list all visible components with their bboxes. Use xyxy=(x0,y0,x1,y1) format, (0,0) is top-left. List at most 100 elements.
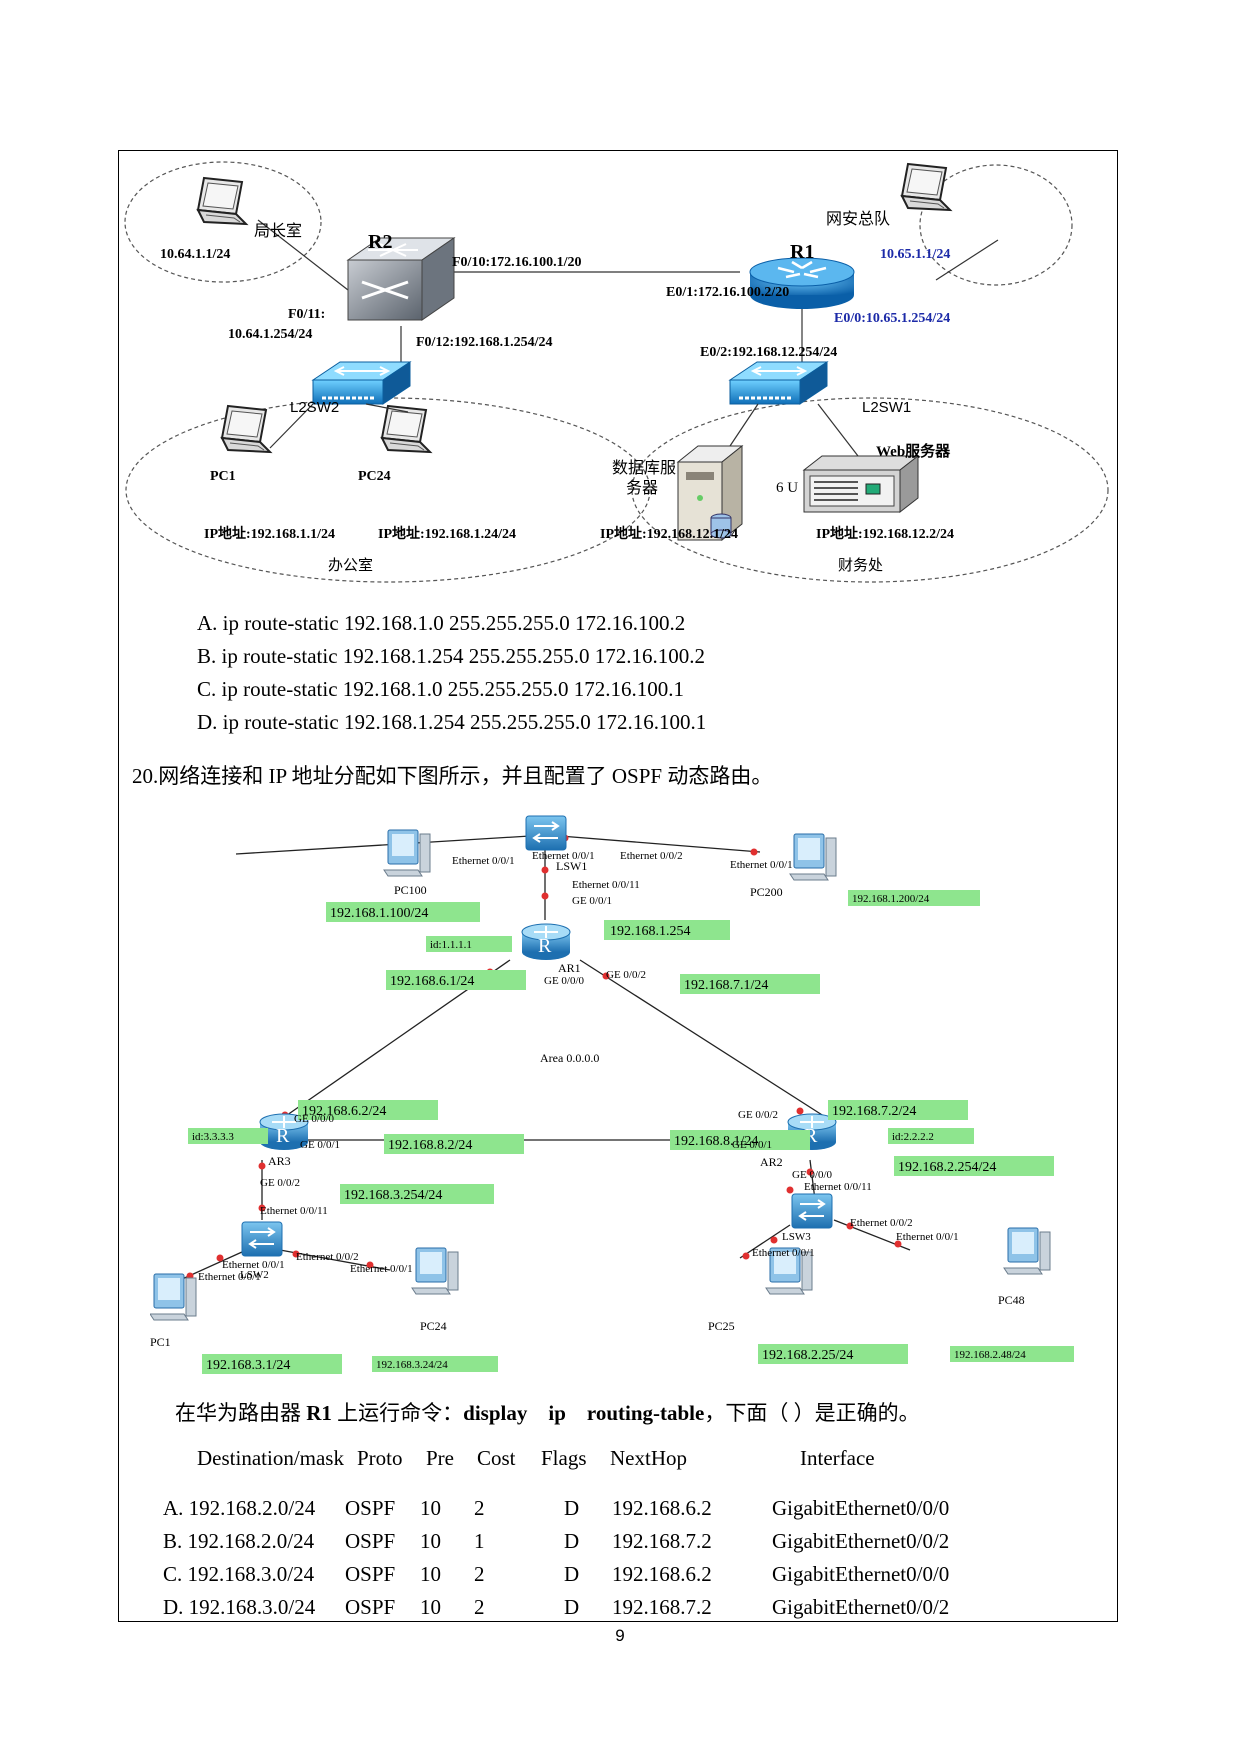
r1-e01: E0/1:172.16.100.2/20 xyxy=(666,285,789,300)
ar2-ip-7-2: 192.168.7.2/24 xyxy=(832,1104,916,1119)
l2sw1-label: L2SW1 xyxy=(862,399,911,416)
pc1-ip: 192.168.3.1/24 xyxy=(206,1358,290,1373)
cmd-text: display ip routing-table xyxy=(463,1401,705,1425)
q19-option-c: C. ip route-static 192.168.1.0 255.255.2… xyxy=(197,677,685,701)
wangan-label: 网安总队 xyxy=(826,210,890,228)
rt-cell: 10 xyxy=(420,1562,441,1586)
rt-cell: 192.168.6.2 xyxy=(612,1562,712,1586)
r2-router-icon xyxy=(346,237,456,321)
rt-cell: D xyxy=(564,1529,580,1553)
rt-cell: OSPF xyxy=(345,1529,396,1553)
ar1-ge-0-0-0: GE 0/0/0 xyxy=(544,975,585,987)
network-diagram-1: 局长室 10.64.1.1/24 R2 F0/10:172.16.100.1/2… xyxy=(124,161,1109,583)
ar1-router-id: id:1.1.1.1 xyxy=(430,939,472,951)
r2-f011-b: 10.64.1.254/24 xyxy=(228,327,312,342)
r2-label: R2 xyxy=(368,231,392,253)
web-ip: IP地址:192.168.12.2/24 xyxy=(816,525,954,542)
lsw1-label: LSW1 xyxy=(556,859,587,873)
pc48-label: PC48 xyxy=(998,1293,1025,1307)
rt-cell: D xyxy=(564,1562,580,1586)
rt-header-proto: Proto xyxy=(357,1446,403,1470)
r1-label: R1 xyxy=(790,241,814,263)
pc1-label: PC1 xyxy=(210,469,236,484)
cmd-post: ，下面（ ）是正确的。 xyxy=(704,1401,920,1425)
pc1-laptop-icon xyxy=(221,405,271,453)
rt-cell: 10 xyxy=(420,1496,441,1520)
ar1-label: AR1 xyxy=(558,961,581,975)
lsw2-label: LSW2 xyxy=(240,1269,269,1281)
pc24-ip: IP地址:192.168.1.24/24 xyxy=(378,525,516,542)
rt-cell: 10 xyxy=(420,1529,441,1553)
rt-cell: B. 192.168.2.0/24 xyxy=(163,1529,315,1553)
pc24-label: PC24 xyxy=(358,469,391,484)
ar1-router-icon xyxy=(521,923,571,961)
pc100-ip: 192.168.1.100/24 xyxy=(330,906,428,921)
rt-cell: GigabitEthernet0/0/0 xyxy=(772,1496,950,1520)
lsw2-port-11: Ethernet 0/0/11 xyxy=(260,1205,328,1217)
ar3-ge-0-0-1: GE 0/0/1 xyxy=(300,1139,340,1151)
ar2-label: AR2 xyxy=(760,1155,783,1169)
ar1-ge-0-0-1: GE 0/0/1 xyxy=(572,895,612,907)
lsw1-port-1: Ethernet 0/0/1 xyxy=(532,850,595,862)
pc1-icon xyxy=(150,1273,197,1321)
rt-cell: 192.168.7.2 xyxy=(612,1595,712,1619)
rack-6u-label: 6 U xyxy=(776,480,798,496)
rt-cell: OSPF xyxy=(345,1595,396,1619)
pc100-port: Ethernet 0/0/1 xyxy=(452,855,515,867)
page-number: 9 xyxy=(615,1626,625,1645)
lsw2-switch-icon xyxy=(241,1221,283,1257)
ar3-ip-8-2: 192.168.8.2/24 xyxy=(388,1138,472,1153)
db-label-2: 务器 xyxy=(626,479,658,497)
lsw3-port-1: Ethernet 0/0/1 xyxy=(752,1247,815,1259)
q19-option-a: A. ip route-static 192.168.1.0 255.255.2… xyxy=(197,611,686,635)
pc200-port: Ethernet 0/0/1 xyxy=(730,859,793,871)
pc25-ip: 192.168.2.25/24 xyxy=(762,1348,853,1363)
pc48-icon xyxy=(1003,1227,1051,1275)
finance-zone xyxy=(631,397,1109,583)
pc200-icon xyxy=(789,833,837,881)
pc1-label: PC1 xyxy=(150,1335,171,1349)
q20-command-sentence: 在华为路由器 R1 上运行命令：display ip routing-table… xyxy=(175,1397,920,1427)
ar2-ip-2-254: 192.168.2.254/24 xyxy=(898,1160,996,1175)
rt-cell: 1 xyxy=(474,1529,485,1553)
l2sw2-label: L2SW2 xyxy=(290,399,339,416)
rt-cell: GigabitEthernet0/0/2 xyxy=(772,1595,950,1619)
r2-f011-a: F0/11: xyxy=(288,307,325,322)
l2sw1-switch-icon xyxy=(728,361,829,405)
web-server-icon xyxy=(802,454,920,514)
r2-f012: F0/12:192.168.1.254/24 xyxy=(416,335,553,350)
rt-header-interface: Interface xyxy=(800,1446,875,1470)
r2-f010: F0/10:172.16.100.1/20 xyxy=(452,255,582,270)
rt-cell: GigabitEthernet0/0/0 xyxy=(772,1562,950,1586)
q20-stem: 20.网络连接和 IP 地址分配如下图所示，并且配置了 OSPF 动态路由。 xyxy=(132,764,773,788)
pc24-port: Ethernet 0/0/1 xyxy=(350,1263,413,1275)
pc24-laptop-icon xyxy=(381,405,431,453)
ar2-router-id: id:2.2.2.2 xyxy=(892,1131,934,1143)
lsw1-port-2: Ethernet 0/0/2 xyxy=(620,850,683,862)
finance-label: 财务处 xyxy=(838,557,883,574)
db-ip: IP地址:192.168.12.1/24 xyxy=(600,525,738,542)
rt-cell: GigabitEthernet0/0/2 xyxy=(772,1529,950,1553)
rt-header-destination: Destination/mask xyxy=(197,1446,344,1470)
ar2-ge-0-0-1: GE 0/0/1 xyxy=(732,1139,772,1151)
rt-header-nexthop: NextHop xyxy=(610,1446,687,1470)
pc100-icon xyxy=(383,829,431,877)
juzhang-ip: 10.64.1.1/24 xyxy=(160,247,230,262)
wangan-ip: 10.65.1.1/24 xyxy=(880,247,950,262)
ospf-area-label: Area 0.0.0.0 xyxy=(540,1051,599,1065)
ar2-ip-8-1: 192.168.8.1/24 xyxy=(674,1134,758,1149)
juzhang-label: 局长室 xyxy=(254,222,302,240)
ar1-ip-7-1: 192.168.7.1/24 xyxy=(684,978,768,993)
pc24-ip: 192.168.3.24/24 xyxy=(376,1359,448,1371)
db-label-1: 数据库服 xyxy=(612,459,676,477)
pc24-icon xyxy=(411,1247,459,1295)
wangan-laptop-icon xyxy=(901,163,951,211)
pc48-port: Ethernet 0/0/1 xyxy=(896,1231,959,1243)
rt-cell: D. 192.168.3.0/24 xyxy=(163,1595,316,1619)
rt-cell: 192.168.7.2 xyxy=(612,1529,712,1553)
ar1-ip-1-254: 192.168.1.254 xyxy=(610,924,691,939)
lsw1-switch-icon xyxy=(525,815,567,851)
l2sw2-switch-icon xyxy=(311,361,412,405)
ar2-ge-0-0-2: GE 0/0/2 xyxy=(738,1109,778,1121)
r1-router-icon xyxy=(749,257,855,309)
